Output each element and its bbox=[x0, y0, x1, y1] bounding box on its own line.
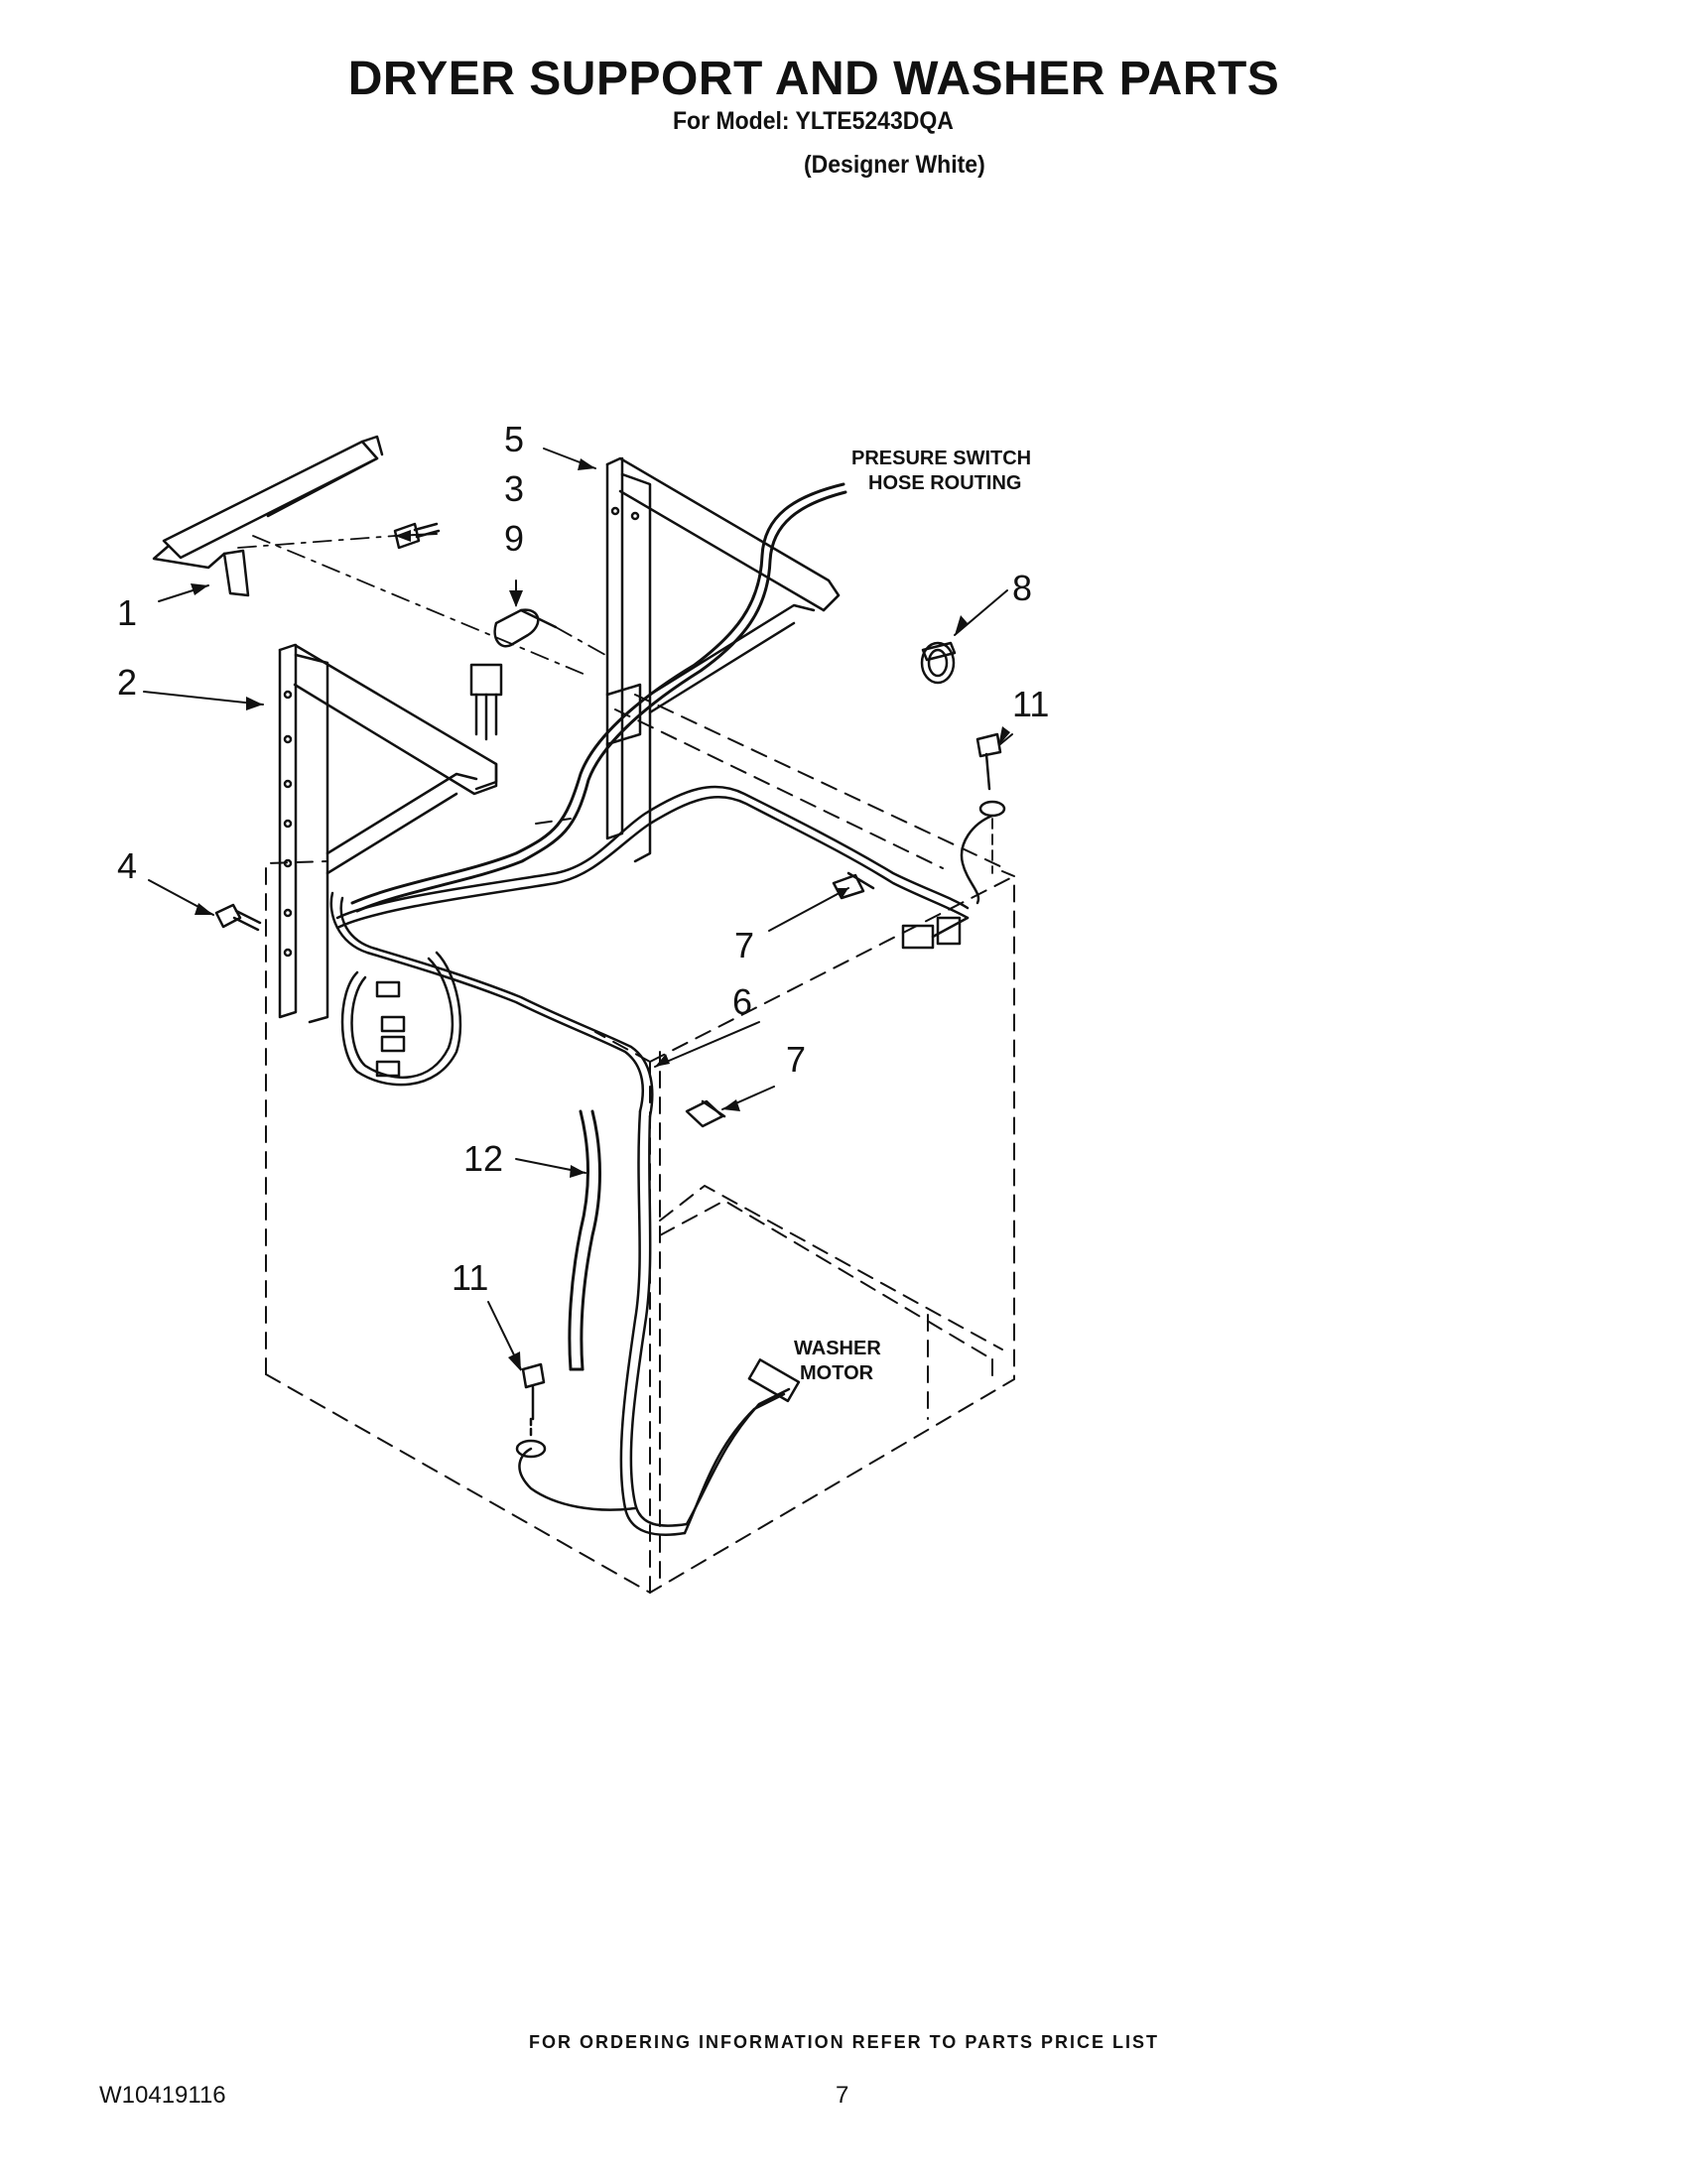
pressure-switch-note-line2: HOSE ROUTING bbox=[868, 472, 1021, 494]
document-number: W10419116 bbox=[99, 2082, 226, 2109]
part-4-screw bbox=[214, 903, 262, 932]
pressure-switch-hose bbox=[350, 482, 847, 913]
callout-9: 9 bbox=[504, 518, 524, 559]
model-variant: (Designer White) bbox=[804, 151, 985, 179]
left-connectors bbox=[340, 951, 462, 1087]
part-1-top-bracket bbox=[152, 435, 384, 597]
callout-1: 1 bbox=[117, 592, 137, 633]
callout-11-upper: 11 bbox=[1012, 684, 1049, 724]
model-number: For Model: YLTE5243DQA bbox=[673, 107, 954, 135]
callout-3: 3 bbox=[504, 468, 524, 509]
part-11-screw-upper bbox=[960, 732, 1006, 905]
callout-4: 4 bbox=[117, 845, 137, 886]
ordering-note: FOR ORDERING INFORMATION REFER TO PARTS … bbox=[528, 2032, 1159, 2052]
page-title: DRYER SUPPORT AND WASHER PARTS bbox=[347, 53, 1280, 105]
callout-11-lower: 11 bbox=[452, 1257, 488, 1298]
callout-2: 2 bbox=[117, 662, 137, 703]
leader-lines bbox=[143, 448, 1013, 1370]
callout-5: 5 bbox=[504, 419, 524, 459]
part-9-clip bbox=[493, 608, 606, 656]
pressure-switch-note-line1: PRESURE SWITCH bbox=[851, 448, 1031, 469]
diagram-notes: PRESURE SWITCH HOSE ROUTING WASHER MOTOR bbox=[794, 448, 1031, 1384]
part-12-drain-hose bbox=[568, 1109, 601, 1371]
callout-8: 8 bbox=[1012, 568, 1032, 608]
callout-labels: 1 2 3 4 5 6 7 7 8 9 11 11 12 bbox=[117, 419, 1049, 1298]
washer-motor-note-line2: MOTOR bbox=[800, 1362, 874, 1384]
callout-7-lower: 7 bbox=[786, 1039, 806, 1080]
part-2-left-support bbox=[278, 643, 498, 1024]
callout-12: 12 bbox=[463, 1138, 503, 1179]
part-7-clip-lower bbox=[685, 1099, 726, 1128]
callout-6: 6 bbox=[732, 981, 752, 1022]
callout-7-upper: 7 bbox=[734, 925, 754, 965]
part-11-screw-lower bbox=[515, 1362, 547, 1459]
part-8-hose-clamp bbox=[920, 641, 957, 685]
part-6-wire-harness bbox=[329, 785, 970, 1536]
washer-cabinet-outline bbox=[265, 694, 1015, 1594]
page-number: 7 bbox=[836, 2082, 849, 2109]
part-5-right-support bbox=[605, 456, 841, 863]
upper-connector bbox=[469, 663, 503, 741]
washer-motor-note-line1: WASHER bbox=[794, 1338, 881, 1359]
